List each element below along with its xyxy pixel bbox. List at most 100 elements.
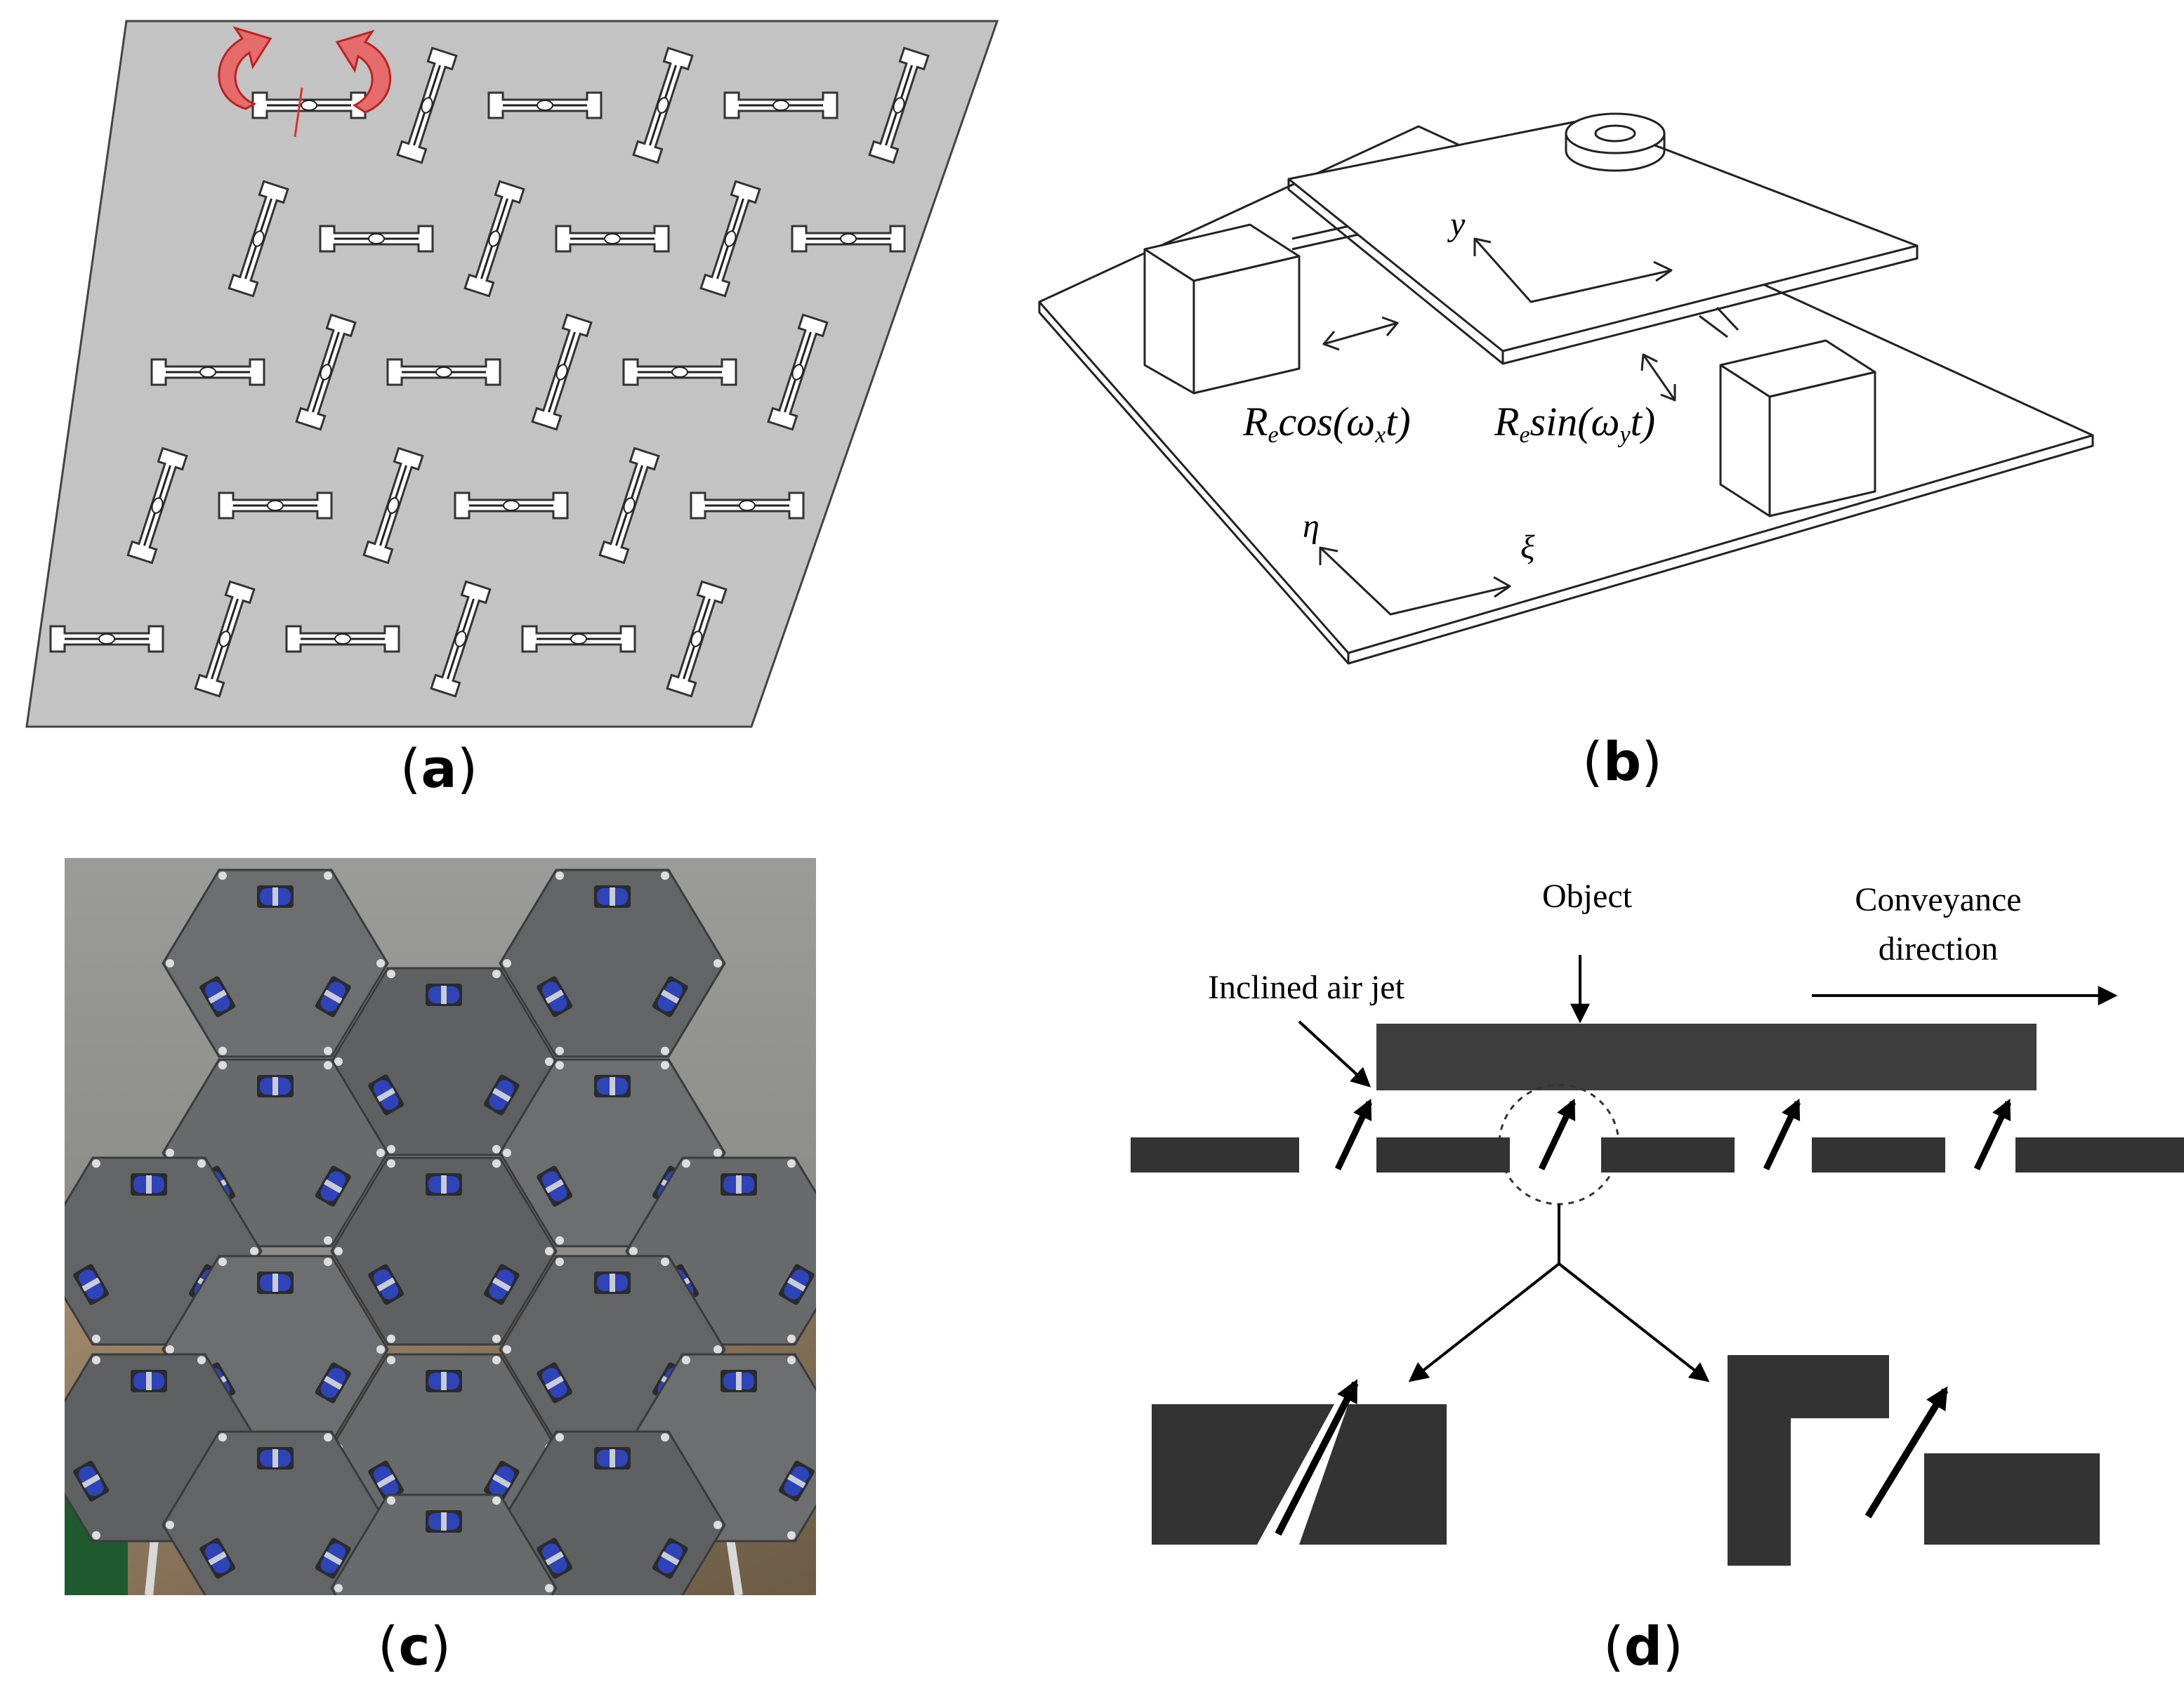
equation-cos: Recos(ωxt)	[1242, 399, 1411, 448]
panel-a-diagram	[25, 20, 999, 728]
module-horizontal	[521, 625, 636, 653]
module-vertical	[463, 180, 525, 298]
omni-wheel-icon	[315, 1538, 351, 1579]
omni-wheel-icon	[537, 1538, 573, 1579]
panel-b-diagram: y η ξ Recos(ωxt) Resin(ωyt)	[1038, 112, 2094, 665]
omni-wheel-icon	[594, 1272, 631, 1294]
module-vertical	[295, 313, 357, 431]
omni-wheel-icon	[426, 1510, 462, 1533]
omni-wheel-icon	[721, 1370, 757, 1392]
equation-sin: Resin(ωyt)	[1494, 399, 1655, 448]
inclined-slot-detail	[1152, 1404, 1447, 1545]
conveyance-label-line2: direction	[1879, 930, 1999, 967]
module-vertical	[666, 580, 728, 698]
module-horizontal	[690, 491, 805, 520]
omni-wheel-icon	[483, 1074, 520, 1116]
oscillation-y-arrow-icon	[1640, 353, 1676, 402]
module-horizontal	[487, 91, 603, 119]
omni-wheel-icon	[652, 976, 688, 1017]
module-vertical	[430, 580, 492, 698]
air-jet-arrows	[1334, 1098, 2012, 1170]
panel-b-label: (b)	[1582, 730, 1662, 793]
module-vertical	[699, 180, 761, 298]
module-horizontal	[791, 225, 906, 253]
top-plate-axes-icon	[1473, 237, 1673, 303]
module-vertical	[228, 180, 289, 298]
module-vertical	[362, 447, 424, 564]
module-horizontal	[723, 91, 838, 119]
module-vertical	[868, 46, 930, 164]
module-horizontal	[251, 91, 367, 119]
module-horizontal	[150, 358, 265, 386]
base-plate	[1038, 125, 2094, 665]
module-horizontal	[555, 225, 670, 253]
module-vertical	[126, 447, 188, 564]
omni-wheel-icon	[199, 976, 236, 1017]
conveyance-label-line1: Conveyance	[1855, 881, 2021, 918]
top-plate	[1287, 118, 1919, 365]
omni-wheel-icon	[594, 885, 631, 908]
hex-tile	[162, 868, 389, 1058]
actuator-cube-right	[1719, 339, 1876, 517]
module-horizontal	[218, 491, 333, 520]
conveyed-object	[1376, 1024, 2037, 1090]
module-horizontal	[319, 225, 434, 253]
omni-wheel-icon	[257, 885, 294, 908]
module-horizontal	[285, 625, 400, 653]
omni-wheel-icon	[594, 1075, 631, 1097]
module-horizontal	[622, 358, 737, 386]
omni-wheel-icon	[257, 1447, 294, 1469]
omni-wheel-icon	[778, 1264, 815, 1305]
module-vertical	[598, 447, 660, 564]
module-vertical	[767, 313, 829, 431]
mounted-disk	[1565, 112, 1666, 172]
omni-wheel-icon	[537, 1165, 573, 1207]
panel-c-label: (c)	[377, 1615, 452, 1677]
branch-arrows	[1408, 1204, 1710, 1382]
omni-wheel-icon	[426, 1370, 462, 1392]
omni-wheel-icon	[315, 1362, 351, 1404]
l-shaped-slot-detail	[1728, 1355, 2100, 1566]
omni-wheel-icon	[257, 1272, 294, 1294]
omni-wheel-icon	[537, 1362, 573, 1404]
omni-wheel-icon	[315, 976, 351, 1017]
omni-wheel-icon	[721, 1173, 757, 1196]
axis-eta-label: η	[1303, 508, 1320, 545]
axis-y-label: y	[1447, 206, 1466, 243]
omni-wheel-icon	[778, 1460, 815, 1502]
oscillation-x-arrow-icon	[1322, 316, 1399, 351]
omni-wheel-icon	[483, 1264, 520, 1305]
omni-wheel-icon	[73, 1460, 110, 1502]
panel-d-diagram: Object Inclined air jet Conveyance direc…	[1131, 878, 2184, 1566]
label-pointer-arrows	[1298, 955, 2118, 1088]
module-horizontal	[386, 358, 501, 386]
panel-c-photo	[65, 858, 816, 1595]
hex-tile	[330, 1156, 558, 1346]
omni-wheel-icon	[131, 1370, 167, 1392]
omni-wheel-icon	[199, 1538, 236, 1579]
module-vertical	[632, 46, 694, 164]
module-vertical	[531, 313, 593, 431]
axis-xi-label: ξ	[1520, 529, 1535, 566]
hex-tile	[330, 967, 558, 1156]
omni-wheel-icon	[426, 1173, 462, 1196]
omni-wheel-icon	[483, 1460, 520, 1502]
omni-wheel-icon	[73, 1264, 110, 1305]
hexagonal-tiles	[65, 868, 816, 1595]
hex-tile	[330, 1493, 558, 1595]
angled-jet-arrow-icon	[1864, 1386, 1949, 1519]
panel-a-label: (a)	[400, 737, 478, 800]
conveyor-surface-slabs	[1131, 1137, 2184, 1173]
omni-wheel-icon	[131, 1173, 167, 1196]
omni-wheel-icon	[257, 1075, 294, 1097]
omni-wheel-icon	[594, 1447, 631, 1469]
base-plate-axes-icon	[1319, 546, 1511, 616]
hex-tile	[499, 1430, 726, 1595]
omni-wheel-icon	[315, 1165, 351, 1207]
detail-circle	[1498, 1083, 1620, 1206]
rotation-arrows-icon	[218, 26, 392, 138]
module-horizontal	[454, 491, 569, 520]
omni-wheel-icon	[368, 1460, 404, 1502]
hex-tile	[162, 1430, 389, 1595]
omni-wheel-icon	[426, 984, 462, 1006]
